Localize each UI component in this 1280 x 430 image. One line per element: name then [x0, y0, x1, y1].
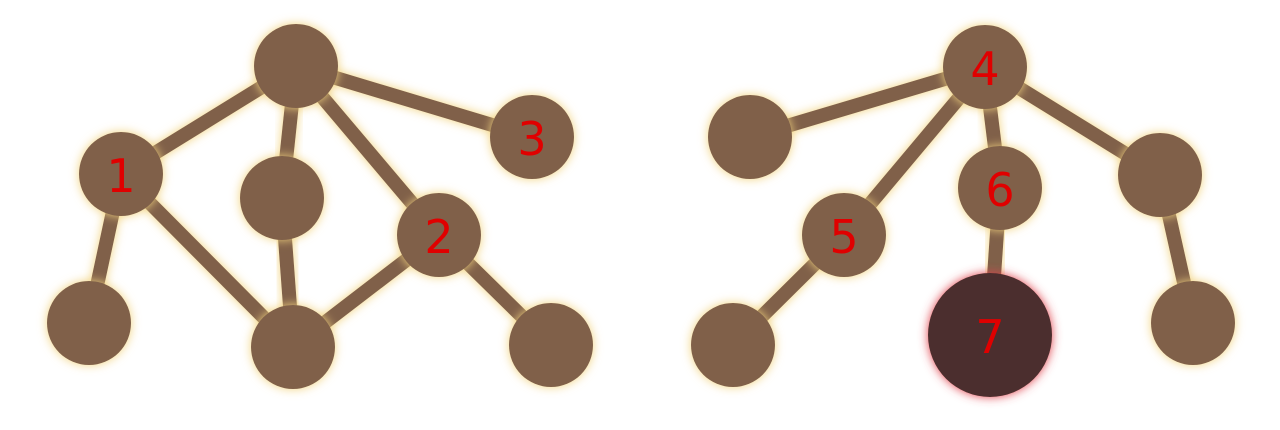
graph-node-2[interactable]: 2	[397, 193, 481, 277]
node-label: 5	[829, 210, 858, 264]
nodes-layer: 1 2 3 4 5 6 7	[47, 24, 1235, 397]
node-circle[interactable]	[254, 24, 338, 108]
node-label: 4	[970, 42, 999, 96]
node-circle[interactable]	[240, 156, 324, 240]
node-circle[interactable]	[958, 146, 1042, 230]
node-circle[interactable]	[928, 273, 1052, 397]
node-circle[interactable]	[509, 303, 593, 387]
graph-node-5[interactable]: 5	[802, 193, 886, 277]
graph-node-b[interactable]	[240, 156, 324, 240]
node-label: 2	[424, 210, 453, 264]
node-circle[interactable]	[47, 281, 131, 365]
node-circle[interactable]	[943, 25, 1027, 109]
graph-node-a[interactable]	[254, 24, 338, 108]
node-circle[interactable]	[691, 303, 775, 387]
node-circle[interactable]	[490, 95, 574, 179]
graph-node-6[interactable]: 6	[958, 146, 1042, 230]
graph-node-7[interactable]: 7	[928, 273, 1052, 397]
node-circle[interactable]	[397, 193, 481, 277]
node-label: 3	[517, 112, 546, 166]
node-label: 1	[106, 149, 135, 203]
graph-node-4[interactable]: 4	[943, 25, 1027, 109]
graph-node-e[interactable]	[509, 303, 593, 387]
graph-node-h[interactable]	[691, 303, 775, 387]
node-circle[interactable]	[251, 305, 335, 389]
node-label: 7	[975, 310, 1004, 364]
graph-node-c[interactable]	[47, 281, 131, 365]
graph-node-d[interactable]	[251, 305, 335, 389]
node-circle[interactable]	[802, 193, 886, 277]
node-label: 6	[985, 163, 1014, 217]
node-circle[interactable]	[79, 132, 163, 216]
graph-node-3[interactable]: 3	[490, 95, 574, 179]
graph-node-j[interactable]	[1151, 281, 1235, 365]
graph-node-f[interactable]	[708, 95, 792, 179]
node-circle[interactable]	[1151, 281, 1235, 365]
node-circle[interactable]	[708, 95, 792, 179]
node-circle[interactable]	[1118, 133, 1202, 217]
graph-node-1[interactable]: 1	[79, 132, 163, 216]
graph-node-g[interactable]	[1118, 133, 1202, 217]
